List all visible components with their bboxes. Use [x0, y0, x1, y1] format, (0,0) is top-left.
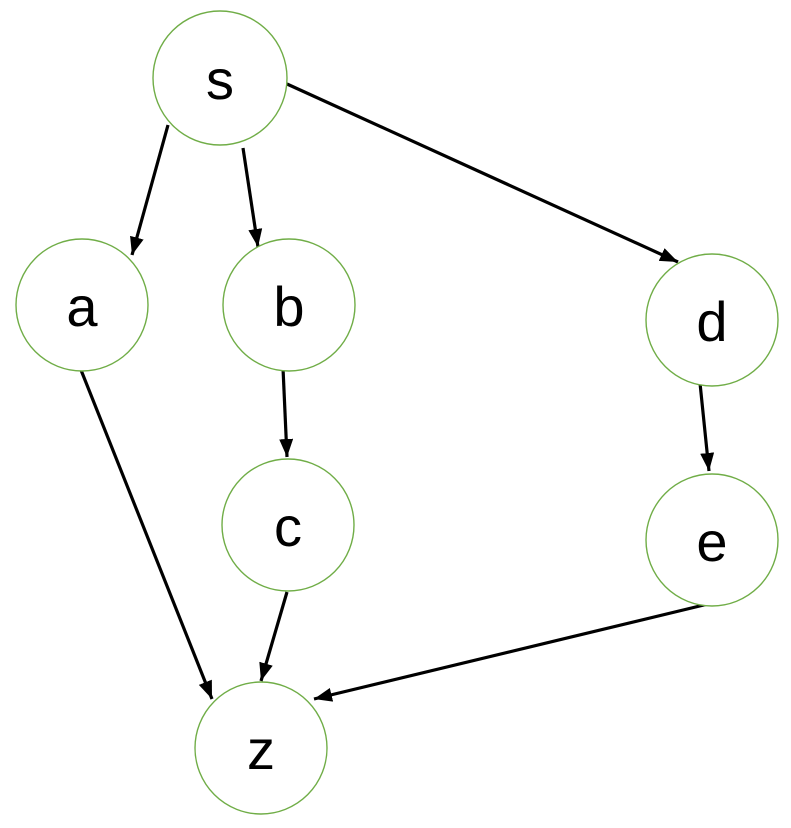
- edge-a-z: [79, 369, 214, 700]
- node-circle-d: [645, 253, 779, 387]
- edge-e-z: [313, 602, 709, 702]
- node-d: d: [645, 253, 779, 387]
- node-circle-s: [152, 10, 288, 146]
- node-circle-c: [221, 458, 355, 592]
- node-label-b: b: [273, 275, 304, 338]
- edge-s-a: [130, 124, 170, 256]
- edge-d-e: [698, 382, 715, 472]
- edge-s-d: [286, 82, 679, 264]
- node-label-e: e: [696, 510, 727, 573]
- node-label-s: s: [206, 48, 234, 111]
- node-z: z: [194, 681, 328, 815]
- node-s: s: [152, 10, 288, 146]
- node-label-z: z: [247, 718, 275, 781]
- node-e: e: [645, 473, 779, 607]
- node-b: b: [222, 238, 356, 372]
- node-circle-b: [222, 238, 356, 372]
- node-circle-z: [194, 681, 328, 815]
- node-a: a: [15, 238, 149, 372]
- edge-s-b: [241, 147, 263, 248]
- node-circle-e: [645, 473, 779, 607]
- node-circle-a: [15, 238, 149, 372]
- node-label-d: d: [696, 290, 727, 353]
- node-c: c: [221, 458, 355, 592]
- edge-c-z: [259, 591, 289, 682]
- node-label-c: c: [274, 495, 302, 558]
- node-label-a: a: [66, 275, 98, 338]
- edge-b-c: [279, 367, 294, 458]
